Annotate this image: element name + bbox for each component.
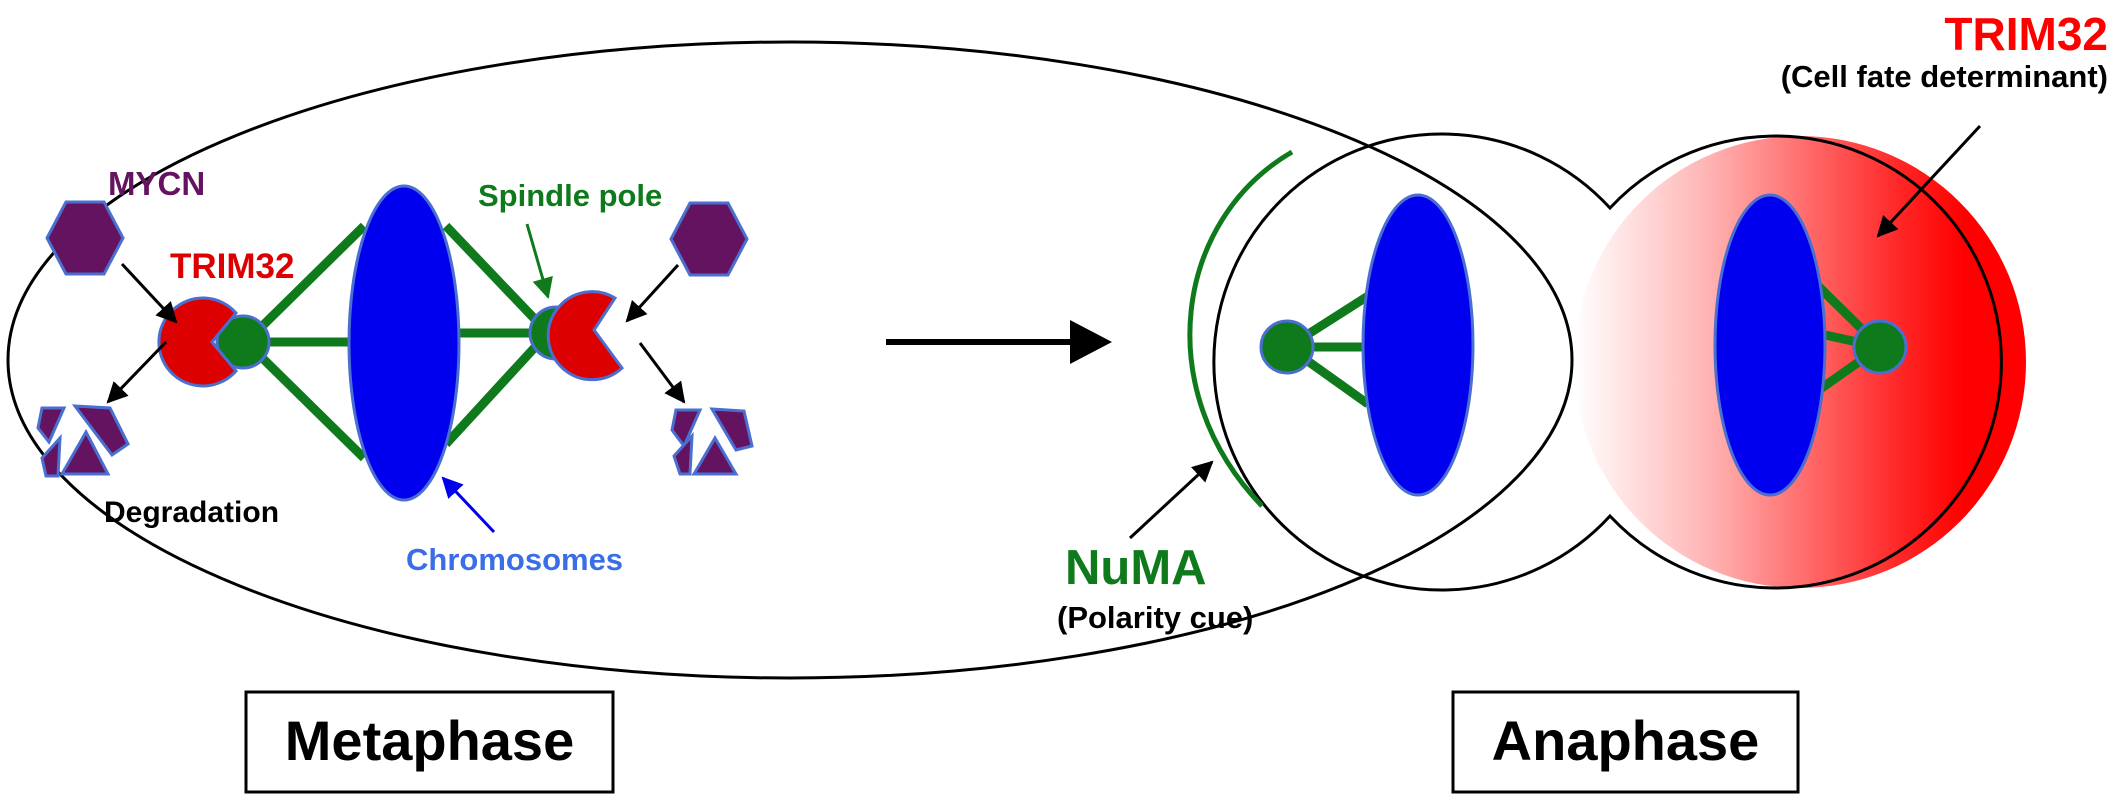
metaphase-label: Metaphase [285, 709, 574, 772]
trim32-label-anaphase: TRIM32 [1944, 8, 2108, 60]
degradation-label: Degradation [104, 496, 279, 529]
trim32-label-metaphase: TRIM32 [170, 247, 294, 286]
right-daughter-chromosomes [1713, 193, 1827, 497]
right-trim32-pacman [546, 290, 625, 382]
left-degraded-mycn [36, 404, 130, 478]
numa-pointer-arrow [1128, 460, 1214, 540]
trim32-to-degradation-arrow-left [106, 340, 168, 404]
mycn-to-trim32-arrow-right [625, 263, 680, 323]
metaphase-spindle-fibers [242, 222, 552, 462]
chromosomes-label: Chromosomes [406, 542, 623, 577]
cell-fate-label: (Cell fate determinant) [1781, 59, 2108, 94]
left-daughter-spindle-pole [1259, 319, 1315, 375]
transition-arrowhead [1070, 320, 1112, 364]
right-daughter-spindle-pole [1852, 319, 1908, 375]
numa-label: NuMA [1065, 541, 1207, 595]
anaphase-label: Anaphase [1492, 709, 1760, 772]
left-mycn-hexagon [45, 200, 125, 276]
mycn-to-trim32-arrow-left [120, 262, 178, 324]
left-daughter-chromosomes [1361, 193, 1475, 497]
metaphase-chromosomes [347, 184, 461, 502]
left-spindle-pole [215, 314, 271, 370]
mycn-label: MYCN [108, 165, 205, 202]
anaphase-label-box: Anaphase [1451, 690, 1800, 794]
spindle-pole-label: Spindle pole [478, 178, 662, 213]
trim32-to-degradation-arrow-right [638, 342, 686, 404]
chromosomes-arrow [441, 476, 496, 534]
trim32-pointer-arrow [1876, 124, 1982, 238]
spindle-pole-arrow [525, 223, 553, 300]
metaphase-cell: MYCN TRIM32 Spindle pole Degradation Chr… [6, 40, 1574, 680]
right-degraded-mycn [670, 407, 754, 476]
numa-crescent [1187, 149, 1294, 508]
polarity-cue-label: (Polarity cue) [1057, 600, 1253, 635]
right-mycn-hexagon [669, 201, 749, 277]
metaphase-label-box: Metaphase [244, 690, 615, 794]
anaphase-cell-membrane [1212, 132, 2003, 592]
anaphase-cells: TRIM32 (Cell fate determinant) NuMA (Pol… [1057, 8, 2108, 635]
